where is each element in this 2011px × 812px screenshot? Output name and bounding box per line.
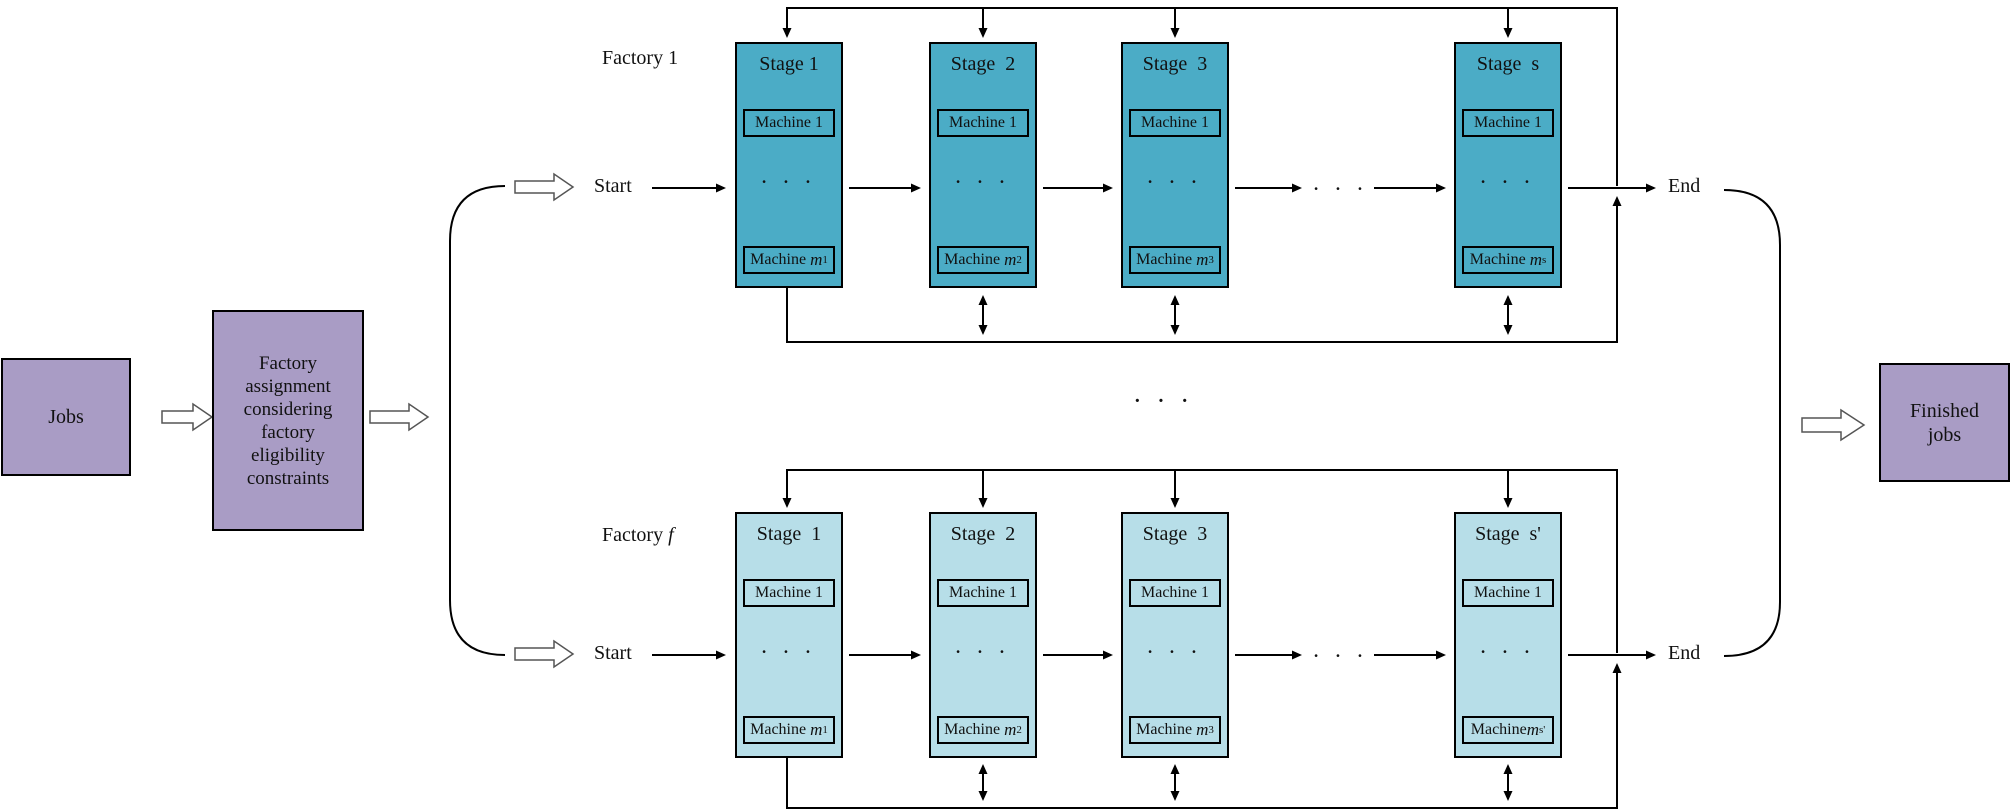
factoryf-end-label: End xyxy=(1668,642,1701,664)
jobs-box: Jobs xyxy=(1,358,131,476)
stage-title: Stage s' xyxy=(1475,523,1541,545)
finished-jobs-label: Finished jobs xyxy=(1910,399,1979,446)
stage-title: Stage 1 xyxy=(759,53,819,75)
stage-title: Stage 3 xyxy=(1142,523,1208,545)
factory1-end-label: End xyxy=(1668,175,1701,197)
finished-jobs-box: Finished jobs xyxy=(1879,363,2010,482)
machine-box: Machine 1 xyxy=(1462,579,1554,607)
factory1-connectors xyxy=(652,7,1656,343)
factoryf-start-label: Start xyxy=(594,642,632,664)
stage-title: Stage 2 xyxy=(950,53,1016,75)
stage-title: Stage 3 xyxy=(1142,53,1208,75)
factoryf-label: Factory f xyxy=(602,524,674,546)
factory1-label: Factory 1 xyxy=(602,47,679,69)
machine-box: Machine 1 xyxy=(743,579,835,607)
block-arrow-jobs-to-assignment xyxy=(161,402,214,432)
stage-title: Stage 2 xyxy=(950,523,1016,545)
block-arrow-to-finished-jobs xyxy=(1801,408,1866,442)
block-arrow-assignment-to-split xyxy=(369,402,430,432)
stage-dots: · · · xyxy=(1147,642,1203,661)
stage-dots: · · · xyxy=(955,172,1011,191)
machine-box: Machine 1 xyxy=(1462,109,1554,137)
block-arrow-start-factoryf xyxy=(514,639,575,669)
block-arrows xyxy=(161,172,1866,669)
stage-title: Stage 1 xyxy=(756,523,822,545)
factory-assignment-label: Factory assignment considering factory e… xyxy=(243,352,333,489)
factory-assignment-box: Factory assignment considering factory e… xyxy=(212,310,364,531)
factoryf-stage-gap-dots: · · · xyxy=(1313,646,1369,665)
machine-box: Machine 1 xyxy=(743,109,835,137)
machine-box: Machine 1 xyxy=(1129,109,1221,137)
merge-end-curve xyxy=(1723,189,1781,657)
stage-dots: · · · xyxy=(1147,172,1203,191)
stage-dots: · · · xyxy=(761,642,817,661)
split-branch-curve xyxy=(449,185,506,656)
factory1-start-label: Start xyxy=(594,175,632,197)
stage-dots: · · · xyxy=(1480,172,1536,191)
stage-dots: · · · xyxy=(955,642,1011,661)
block-arrow-start-factory1 xyxy=(514,172,575,202)
machine-box: Machine 1 xyxy=(937,109,1029,137)
machine-box: Machine 1 xyxy=(1129,579,1221,607)
jobs-label: Jobs xyxy=(48,406,84,428)
factoryf-connectors xyxy=(652,469,1656,809)
stage-dots: · · · xyxy=(761,172,817,191)
factory1-stage-gap-dots: · · · xyxy=(1313,179,1369,198)
between-factories-dots: · · · xyxy=(1133,390,1194,412)
machine-box: Machine 1 xyxy=(937,579,1029,607)
stage-dots: · · · xyxy=(1480,642,1536,661)
stage-title: Stage s xyxy=(1476,53,1540,75)
